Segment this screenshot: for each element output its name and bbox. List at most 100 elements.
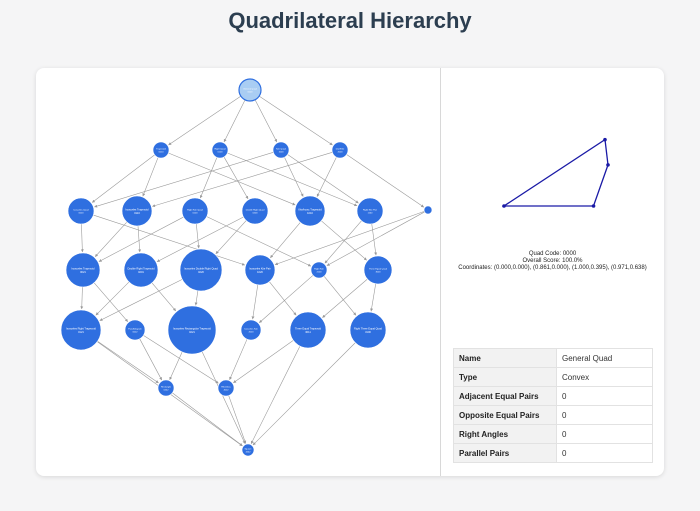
graph-edge (323, 276, 357, 316)
node-label: Double Right Trapezoid (127, 267, 155, 271)
node-circle[interactable] (121, 195, 153, 227)
graph-edge (80, 223, 84, 253)
node-code: 2100 (317, 272, 323, 274)
node-circle[interactable] (423, 205, 433, 215)
graph-edge (80, 286, 84, 310)
node-circle[interactable] (60, 309, 102, 351)
quad-shape (501, 138, 609, 207)
node-circle[interactable] (241, 197, 269, 225)
node-circle[interactable] (349, 311, 387, 349)
node-circle[interactable] (294, 195, 326, 227)
node-code: 0242 (164, 390, 170, 392)
graph-edge (94, 221, 128, 257)
node-label: Double Right Quad (246, 209, 265, 212)
node-code: 0022 (133, 332, 139, 334)
node-circle[interactable] (217, 379, 235, 397)
node-label: Right Kite Quad (187, 209, 203, 212)
node-circle[interactable] (124, 319, 146, 341)
graph-edge (324, 220, 362, 264)
graph-edge (258, 95, 333, 146)
node-circle[interactable] (211, 141, 229, 159)
node-label: Isosceles Double Right Quad (184, 267, 218, 271)
node-label: Kite Quad (276, 148, 287, 151)
node-code: 3000 (376, 272, 382, 274)
node-circle[interactable] (123, 252, 159, 288)
node-label: General Quad (243, 88, 258, 91)
node-code: 0020 (79, 213, 85, 215)
graph-node[interactable] (423, 205, 433, 215)
node-circle[interactable] (181, 197, 209, 225)
node-circle[interactable] (310, 261, 328, 279)
graph-edge (223, 99, 246, 143)
node-code: 0220 (198, 270, 204, 274)
graph-edge (215, 220, 247, 254)
node-circle[interactable] (65, 252, 101, 288)
graph-edge (284, 157, 304, 197)
node-label: Three Equal Trapezoid (295, 327, 322, 331)
node-circle[interactable] (289, 311, 327, 349)
node-circle[interactable] (179, 248, 223, 292)
graph-edge (99, 279, 183, 321)
page-title: Quadrilateral Hierarchy (228, 8, 472, 33)
graph-edge (172, 392, 243, 447)
node-code: 2000 (338, 152, 344, 154)
graph-edge (97, 341, 159, 384)
table-row: Parallel Pairs 0 (453, 443, 653, 463)
quad-vertices (502, 137, 610, 208)
node-circle[interactable] (240, 319, 262, 341)
quad-preview (501, 137, 610, 208)
node-circle[interactable] (157, 379, 175, 397)
graph-edge (229, 339, 248, 380)
node-circle[interactable] (152, 141, 170, 159)
table-row: Right Angles 0 (453, 424, 653, 444)
node-label: Right Three Equal Quad (354, 327, 382, 331)
node-circle[interactable] (67, 197, 95, 225)
graph-edge (254, 99, 278, 143)
graph-edge (152, 152, 333, 208)
node-code: 1100 (368, 213, 373, 215)
node-label: Rectangle (161, 386, 172, 389)
graph-edge (194, 290, 199, 306)
graph-edge (168, 152, 296, 206)
node-circle[interactable] (244, 254, 276, 286)
node-label: Trapezoid (156, 148, 166, 151)
node-circle[interactable] (272, 141, 290, 159)
node-circle[interactable] (238, 78, 262, 102)
node-circle[interactable] (331, 141, 349, 159)
node-circle[interactable] (363, 255, 393, 285)
node-circle[interactable] (356, 197, 384, 225)
quad-vertex (603, 137, 607, 142)
node-circle[interactable] (167, 305, 217, 355)
property-value: 0 (556, 424, 653, 444)
node-circle[interactable] (241, 443, 255, 457)
